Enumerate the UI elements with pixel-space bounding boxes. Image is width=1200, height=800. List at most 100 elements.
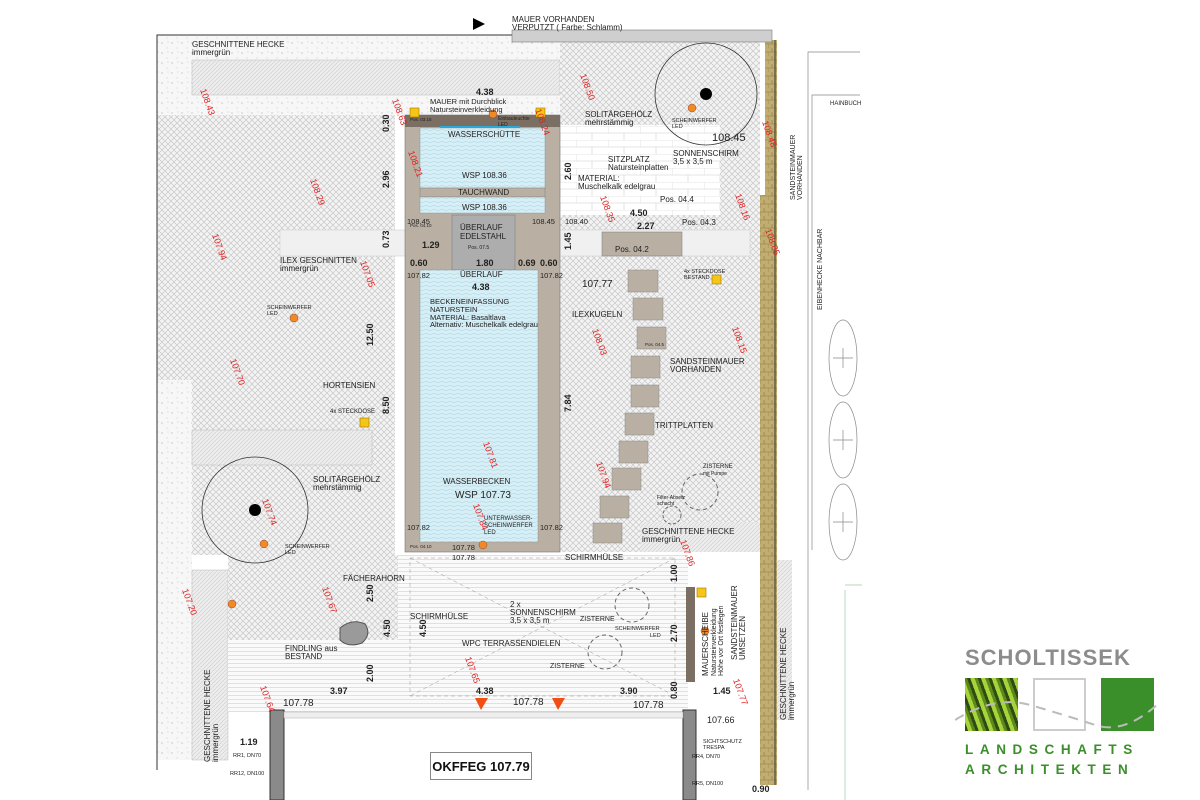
spotlight-icon (478, 540, 488, 550)
dimension-label: 3.90 (620, 686, 638, 696)
dimension-label: 1.00 (669, 564, 679, 582)
plan-label: Pos. 04.4 (660, 195, 694, 204)
site-boundary (156, 34, 776, 785)
dimension-label: 2.27 (637, 221, 655, 231)
plan-label: SCHEINWERFER (267, 305, 312, 311)
plan-label: ZISTERNE (580, 616, 615, 623)
plan-label: SOLITÄRGEHÖLZ (585, 110, 652, 119)
plan-label: SCHEINWERFER (615, 626, 660, 632)
plan-label: ZISTERNE (550, 663, 585, 670)
plan-label: WSP 108.36 (462, 171, 507, 180)
plan-label: 107.82 (540, 271, 563, 280)
dimension-label: 0.73 (381, 230, 391, 248)
hedge-left-strip (191, 569, 229, 761)
existing-wall-top (511, 29, 773, 43)
spotlight-icon (488, 109, 498, 119)
okffeg-level-label: OKFFEG 107.79 (430, 752, 532, 780)
logo-line1: LANDSCHAFTS (965, 742, 1139, 757)
plan-label: Pos. 03.16 (410, 117, 432, 122)
sandstone-wall-upper (765, 40, 777, 205)
plan-label: BESTAND (684, 275, 710, 281)
plan-label: GESCHNITTENE HECKE (203, 670, 212, 762)
plan-label: 108.40 (565, 217, 588, 226)
pillar-left (269, 709, 285, 800)
plan-label: SOLITÄRGEHÖLZ (313, 475, 380, 484)
dimension-label: 4.50 (630, 208, 648, 218)
dimension-label: 7.84 (563, 394, 573, 412)
plan-label: SCHEINWERFER (484, 523, 533, 529)
plan-label: mehrstämmig (585, 118, 633, 127)
plan-label: Natursteinverkleidung (430, 105, 503, 114)
plan-label: 107.82 (407, 271, 430, 280)
hedge-right-lower (640, 522, 760, 552)
plan-label: ILEX GESCHNITTEN (280, 256, 357, 265)
plan-label: GESCHNITTENE HECKE (642, 527, 734, 536)
plan-label: NATURSTEIN (430, 305, 477, 314)
plan-label: mehrstämmig (313, 483, 361, 492)
plan-label: MAUERSCHEIBE (701, 612, 710, 676)
plan-label: LED (498, 122, 508, 128)
plan-label: MAUER VORHANDEN (512, 15, 594, 24)
plan-label: ZISTERNE (703, 464, 733, 470)
plan-label: EDELSTAHL (460, 232, 507, 241)
neighbour-area (807, 51, 862, 800)
plan-label: GESCHNITTENE HECKE (779, 628, 788, 720)
plan-label: 107.78 (283, 698, 314, 709)
dimension-label: 1.29 (422, 240, 440, 250)
dimension-label: 2.96 (381, 170, 391, 188)
hedge-right (777, 560, 792, 720)
plan-label: immergrün (192, 48, 230, 57)
plan-label: 4x STECKDOSE (330, 409, 375, 415)
plan-label: SONNENSCHIRM (510, 608, 576, 617)
logo-green-square (1101, 678, 1154, 731)
plan-label: Pos. 04.3 (682, 218, 716, 227)
elevation-label: 107.77 (731, 677, 750, 706)
plan-label: RR4, DN70 (692, 754, 720, 760)
lower-basin (419, 269, 539, 543)
plan-label: Alternativ: Muschelkalk edelgrau (430, 320, 538, 329)
socket-icon (409, 107, 420, 118)
dimension-label: 2.50 (365, 584, 375, 602)
plan-label: SCHIRMHÜLSE (410, 612, 468, 621)
plan-label: Pos. 04.10 (410, 544, 432, 549)
led-strip (440, 126, 520, 128)
dimension-label: 0.69 (518, 258, 536, 268)
plan-label: BECKENEINFASSUNG (430, 297, 509, 306)
wall-durchblick (405, 115, 560, 127)
dimension-label: 8.50 (381, 396, 391, 414)
plan-label: Pos. 04.10 (410, 223, 432, 228)
socket-icon (535, 107, 546, 118)
plan-label: 108.45 (712, 132, 746, 144)
plan-label: WPC TERRASSENDIELEN (462, 639, 561, 648)
logo-white-square (1033, 678, 1086, 731)
plan-label: 107.77 (582, 279, 613, 290)
plan-label: MATERIAL: Basaltlava (430, 313, 507, 322)
plan-label: LED (267, 311, 278, 317)
plan-label: VORHANDEN (670, 365, 721, 374)
plan-label: 108.45 (532, 217, 555, 226)
ueberlauf-edelstahl (451, 214, 516, 271)
spotlight-icon (289, 313, 299, 323)
plan-label: LED (285, 550, 296, 556)
facade-sill (283, 711, 684, 719)
upper-basin (419, 127, 546, 189)
plan-label: BESTAND (285, 652, 322, 661)
plan-label: 4x STECKDOSE (684, 269, 726, 275)
logo-line2: ARCHITEKTEN (965, 762, 1135, 777)
logo-brand: SCHOLTISSEK (965, 645, 1131, 670)
zisterne-pumpe (681, 473, 719, 511)
plan-label: Filter-Absetz (657, 495, 686, 501)
spotlight-icon (700, 626, 710, 636)
pillar-right (682, 709, 697, 800)
section-marker-icon (473, 18, 485, 30)
plan-label: 2 x (510, 600, 521, 609)
plan-label: SCHEINWERFER (285, 544, 330, 550)
pos-04-2-step (601, 231, 683, 257)
plan-label: SICHTSCHUTZ (703, 739, 742, 745)
plan-label: ILEXKUGELN (572, 310, 622, 319)
plan-label: FINDLING aus (285, 644, 337, 653)
plan-label: 108.45 (407, 217, 430, 226)
drop-arrow-icon (475, 698, 565, 710)
dimension-label: 0.30 (381, 114, 391, 132)
